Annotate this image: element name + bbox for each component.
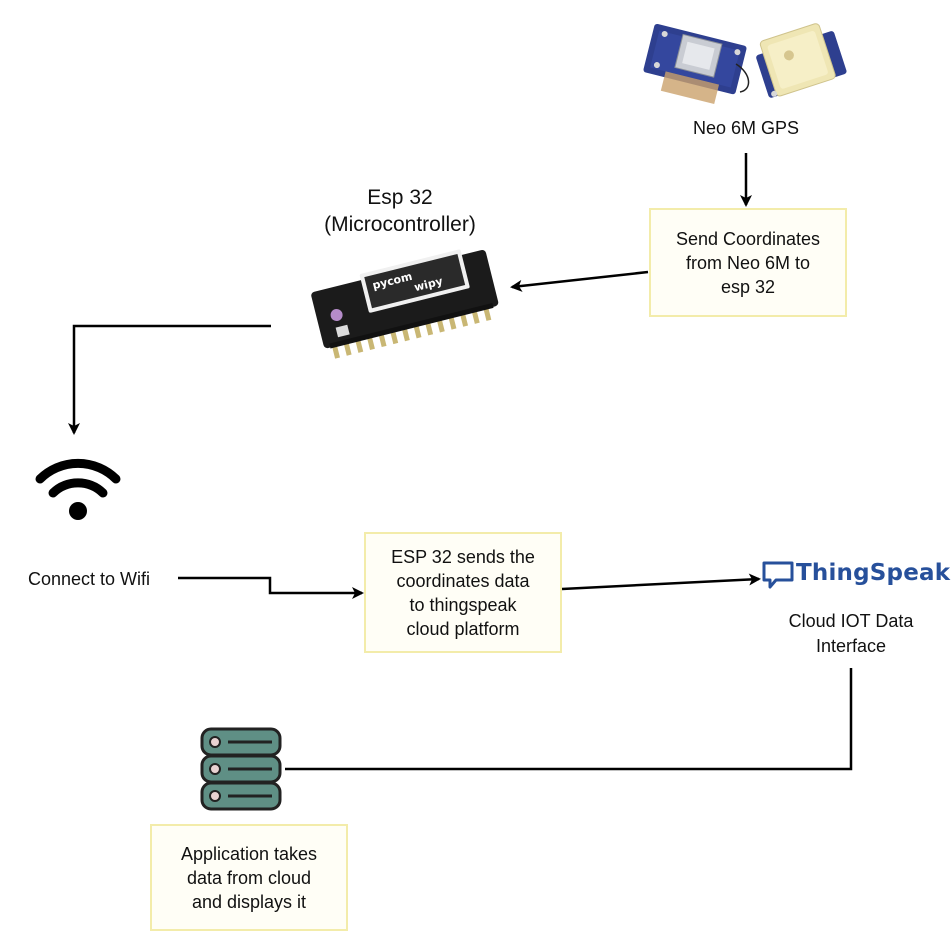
gps-module-image <box>643 23 847 105</box>
arrow-box-to-esp32 <box>510 270 649 292</box>
thingspeak-label-line2: Interface <box>815 636 887 656</box>
arrow-wifi-to-box <box>178 576 364 599</box>
esp-sends-box: ESP 32 sends the coordinates data to thi… <box>364 532 562 653</box>
arrow-box-to-thingspeak <box>561 573 761 591</box>
database-icon <box>200 727 282 811</box>
application-box: Application takes data from cloud and di… <box>150 824 348 931</box>
arrow-esp32-to-wifi <box>68 324 271 435</box>
thingspeak-logo-text: ThingSpeak <box>796 560 951 586</box>
send-coordinates-line1: Send Coordinates <box>675 228 821 249</box>
application-line3: and displays it <box>191 891 307 912</box>
send-coordinates-line3: esp 32 <box>720 276 776 297</box>
wifi-label: Connect to Wifi <box>27 569 151 589</box>
esp-sends-line4: cloud platform <box>406 618 520 639</box>
esp-sends-line3: to thingspeak <box>409 594 517 615</box>
line-thingspeak-to-database <box>285 668 853 771</box>
send-coordinates-box: Send Coordinates from Neo 6M to esp 32 <box>649 208 847 317</box>
wifi-icon <box>35 458 121 520</box>
esp-sends-line2: coordinates data <box>396 570 530 591</box>
esp32-title-line2: (Microcontroller) <box>324 213 476 236</box>
esp32-board-image: pycom wipy <box>311 249 499 359</box>
esp32-title-line1: Esp 32 <box>367 186 433 209</box>
application-line2: data from cloud <box>186 867 312 888</box>
thingspeak-logo-icon <box>762 561 794 589</box>
send-coordinates-line2: from Neo 6M to <box>685 252 811 273</box>
application-line1: Application takes <box>180 843 318 864</box>
gps-label: Neo 6M GPS <box>692 118 800 138</box>
thingspeak-label-line1: Cloud IOT Data <box>788 611 914 631</box>
esp-sends-line1: ESP 32 sends the <box>391 546 535 567</box>
